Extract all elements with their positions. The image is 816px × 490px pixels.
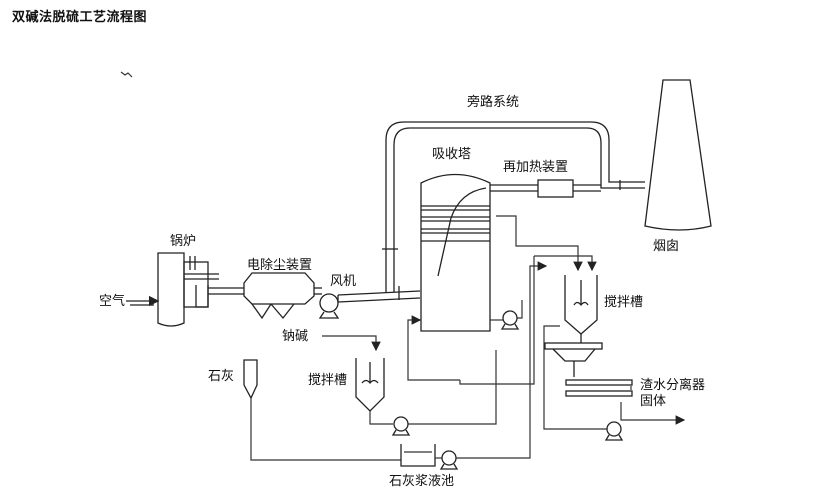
bypass-label: 旁路系统 [467, 94, 519, 110]
dust-removal-label: 电除尘装置 [247, 258, 312, 273]
air-label: 空气 [99, 293, 125, 309]
chimney-label: 烟囱 [653, 239, 679, 254]
boiler [157, 252, 219, 327]
slag-water-separator [565, 379, 633, 397]
pump-separator [604, 421, 624, 441]
solid-label: 固体 [640, 394, 666, 409]
bypass-system [382, 121, 645, 292]
absorber-label: 吸收塔 [432, 147, 471, 162]
lime-label: 石灰 [208, 369, 234, 384]
reheater [537, 179, 574, 198]
mixing-tank-left [355, 358, 385, 412]
clarifier [544, 342, 603, 377]
separator-label: 渣水分离器 [640, 377, 705, 393]
slurry-tank-label: 石灰浆液池 [389, 474, 454, 489]
mixer-right-label: 搅拌槽 [604, 294, 643, 310]
mixer-left-label: 搅拌槽 [308, 372, 347, 388]
scribble-mark [120, 71, 133, 78]
pump-mixer-left [391, 416, 411, 436]
absorber-tower [420, 173, 491, 332]
lime-slurry-tank [400, 444, 436, 467]
sodium-alkali-label: 钠碱 [282, 329, 308, 344]
lime-silo [243, 359, 258, 400]
mixing-tank-right [564, 275, 598, 343]
fan-label: 风机 [330, 274, 356, 289]
boiler-label: 锅炉 [170, 233, 196, 249]
reheater-label: 再加热装置 [503, 160, 568, 175]
fan [318, 293, 340, 319]
diagram-title: 双碱法脱硫工艺流程图 [12, 10, 148, 25]
pump-slurry [439, 450, 459, 470]
chimney [644, 79, 712, 231]
dust-removal-unit [243, 272, 315, 320]
pump-absorber [500, 310, 520, 330]
